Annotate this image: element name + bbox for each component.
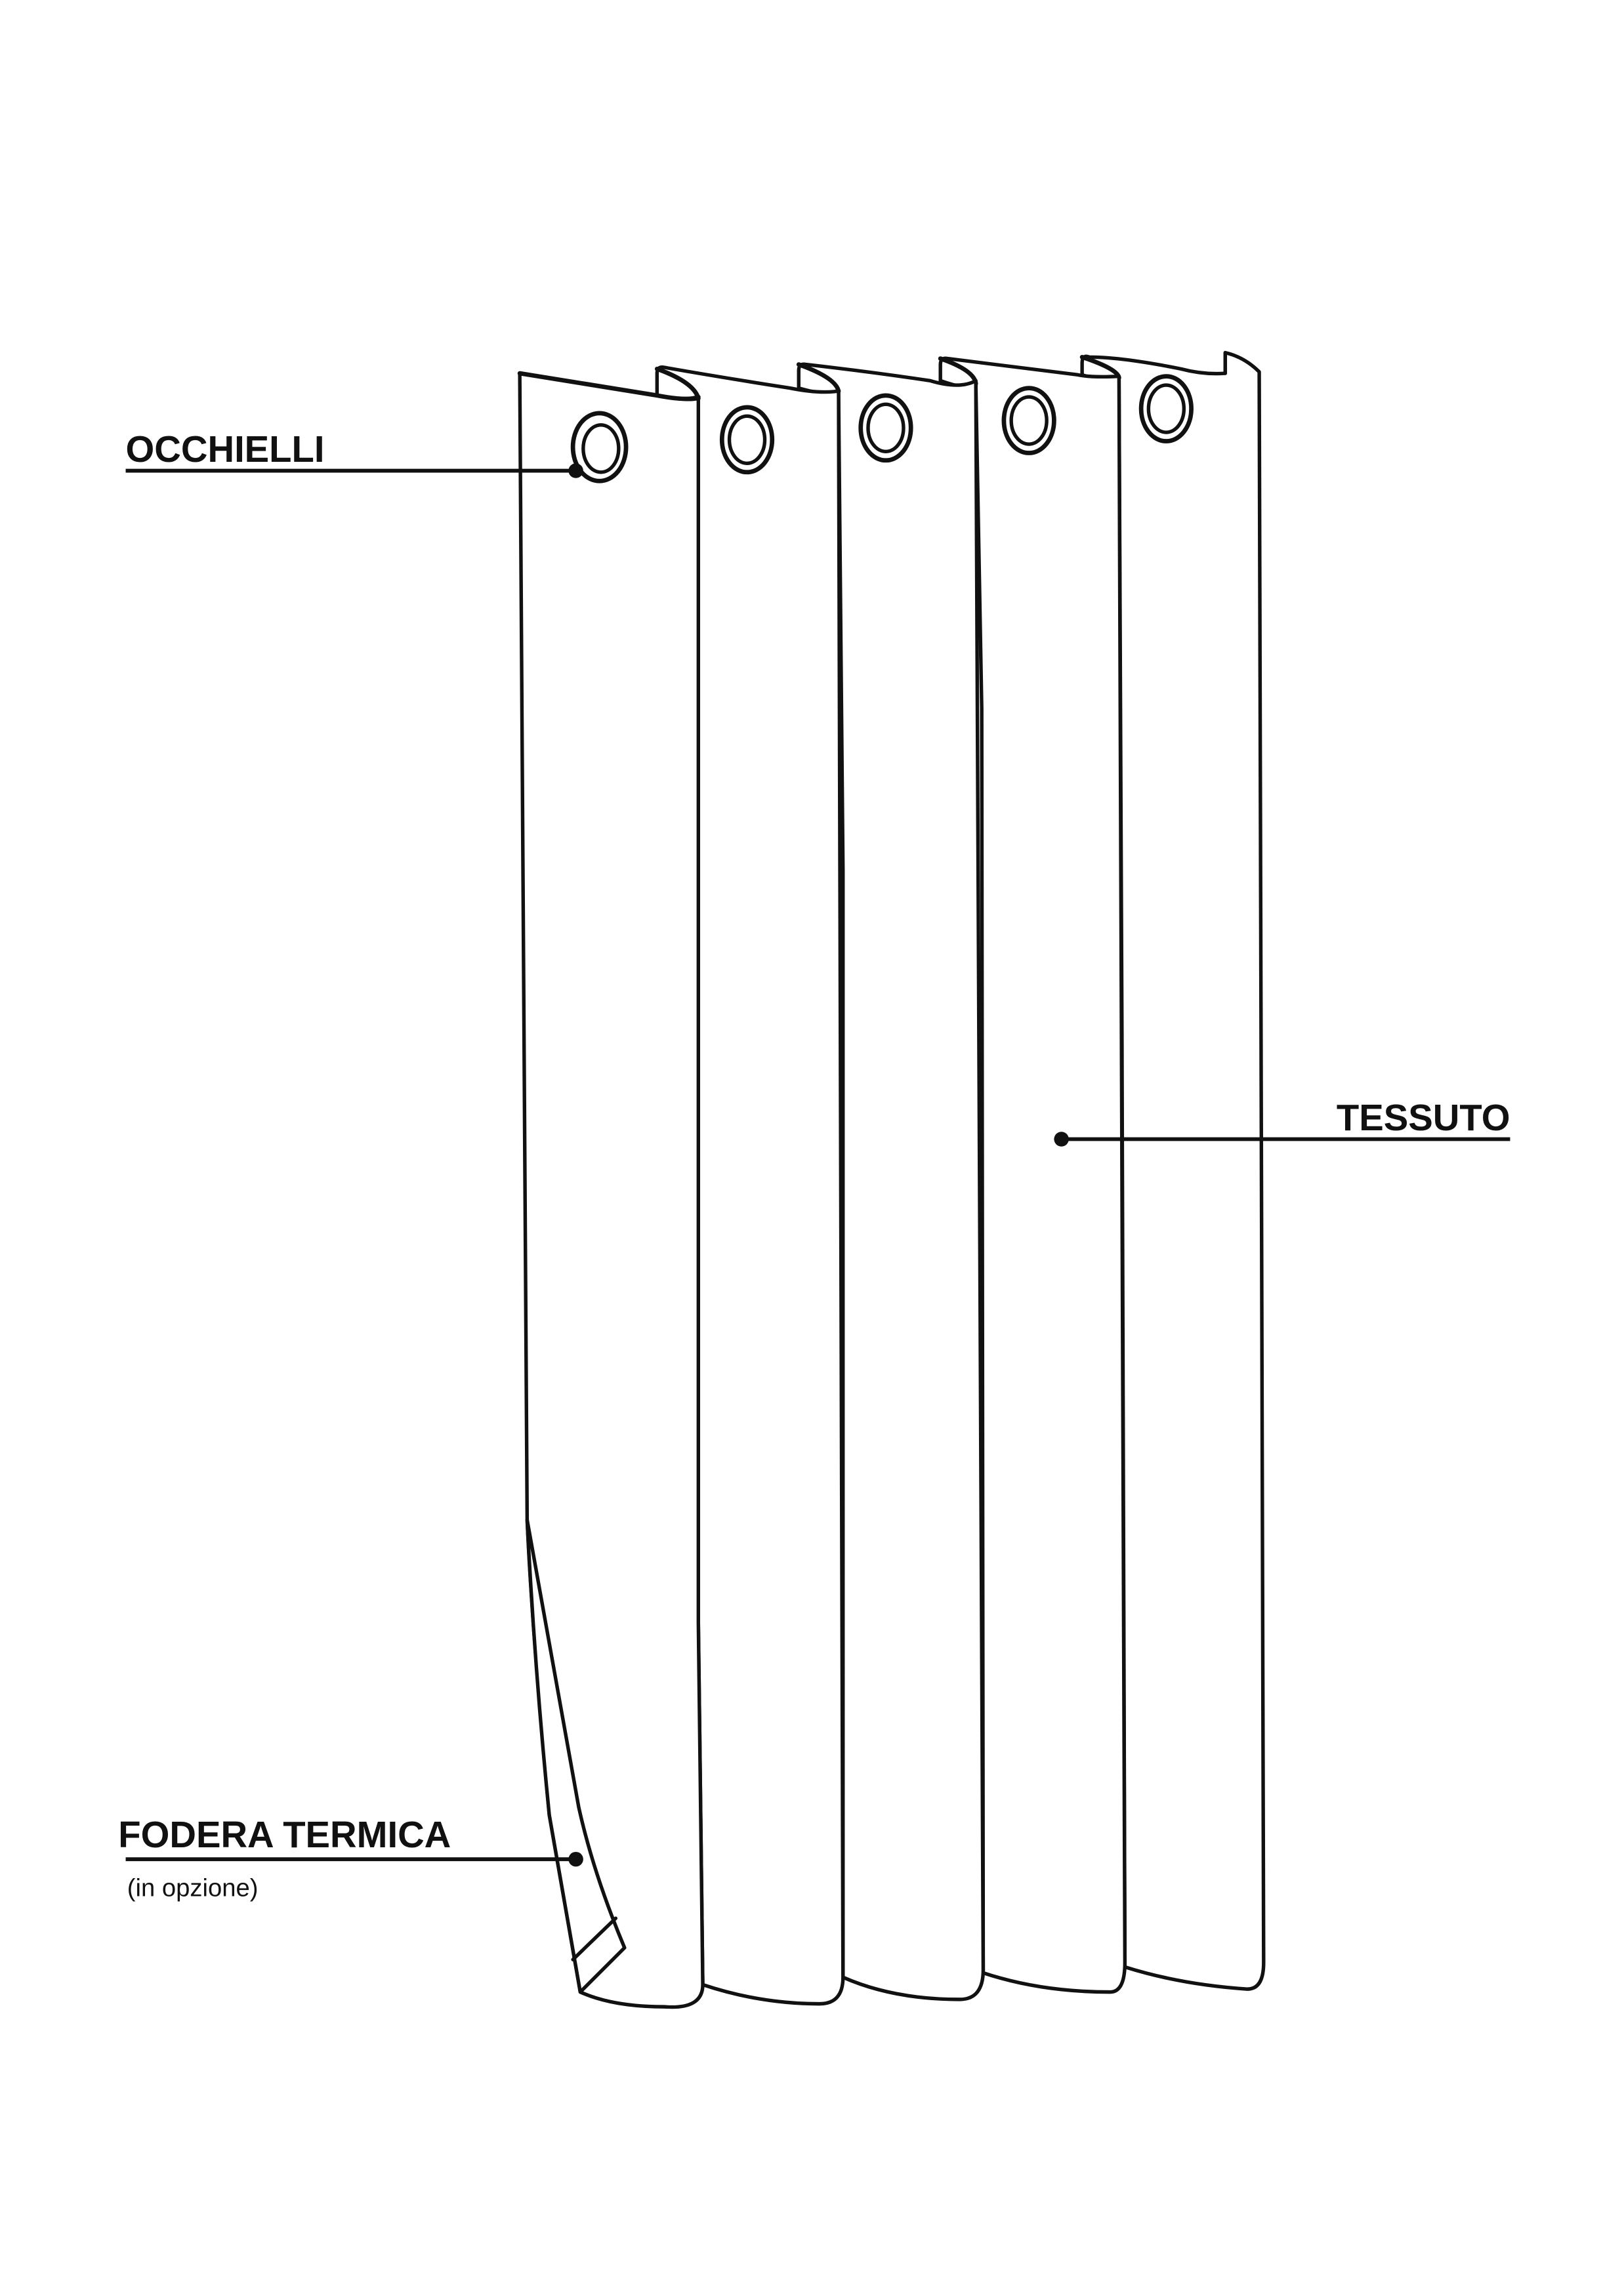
thermal-lining bbox=[525, 1518, 627, 1994]
eyelet-icon bbox=[570, 411, 629, 483]
label-eyelets: OCCHIELLI bbox=[126, 428, 325, 470]
eyelet-icon bbox=[1001, 386, 1056, 455]
callout-eyelets: OCCHIELLI bbox=[126, 428, 583, 478]
label-fabric: TESSUTO bbox=[1337, 1097, 1510, 1138]
eyelet-icon bbox=[858, 393, 913, 463]
eyelets bbox=[570, 374, 1194, 483]
callout-lining: FODERA TERMICA (in opzione) bbox=[118, 1814, 583, 1902]
eyelet-icon bbox=[719, 405, 775, 475]
callout-fabric: TESSUTO bbox=[1054, 1097, 1510, 1147]
label-lining: FODERA TERMICA bbox=[118, 1814, 451, 1855]
label-lining-note: (in opzione) bbox=[127, 1874, 259, 1902]
eyelet-icon bbox=[1138, 374, 1194, 443]
